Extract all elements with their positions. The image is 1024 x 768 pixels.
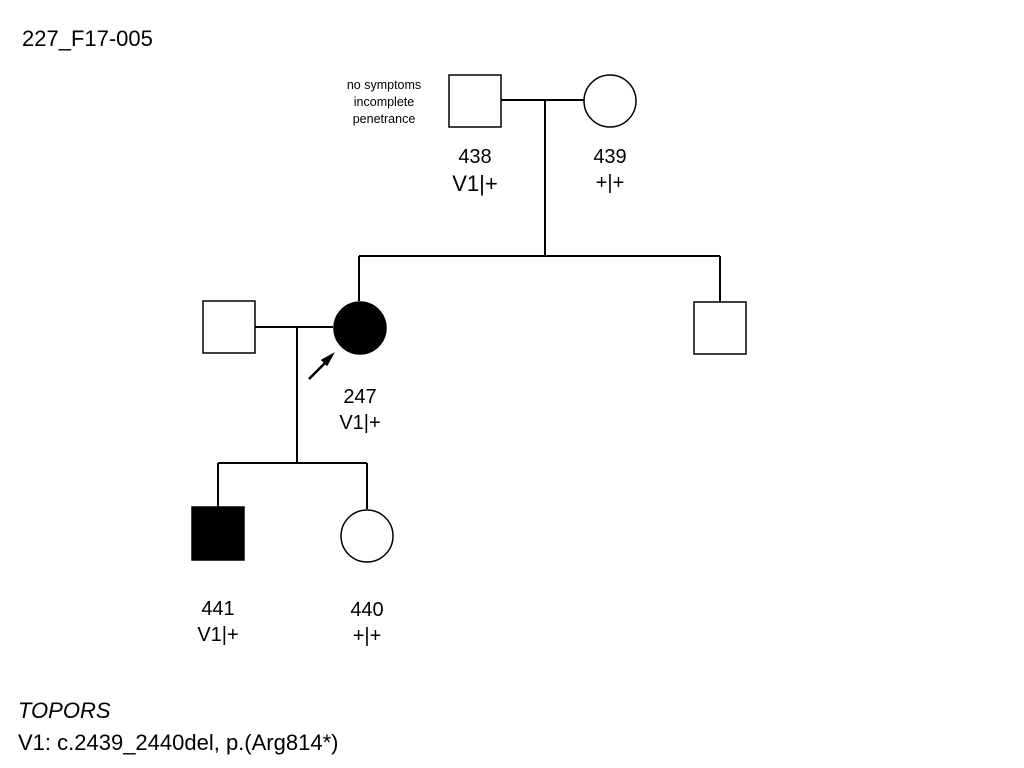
individual-440-symbol	[340, 509, 394, 563]
individual-439-symbol	[583, 74, 637, 128]
proband-arrow-icon	[308, 352, 335, 380]
individual-247-symbol	[333, 301, 387, 355]
label-441: 441 V1|+	[178, 596, 258, 648]
individual-id: 247	[343, 386, 377, 408]
label-247: 247 V1|+	[320, 384, 400, 436]
individual-spouse-symbol	[202, 300, 256, 354]
individual-genotype: V1|+	[197, 624, 239, 646]
annotation-line: penetrance	[352, 111, 416, 126]
label-438: 438 V1|+	[435, 144, 515, 199]
individual-genotype: V1|+	[339, 412, 381, 434]
individual-id: 438	[458, 146, 492, 168]
label-439: 439 +|+	[570, 144, 650, 196]
individual-genotype: +|+	[352, 625, 382, 647]
individual-genotype: V1|+	[452, 171, 498, 196]
individual-441-symbol	[191, 506, 245, 561]
individual-id: 441	[201, 598, 235, 620]
individual-sibling-symbol	[693, 301, 747, 355]
gene-name: TOPORS	[18, 698, 111, 723]
individual-genotype: +|+	[595, 172, 625, 194]
annotation-line: incomplete	[353, 94, 415, 109]
label-440: 440 +|+	[327, 597, 407, 649]
individual-id: 439	[593, 146, 627, 168]
annotation-438: no symptoms incomplete penetrance	[334, 77, 434, 128]
family-id: 227_F17-005	[22, 26, 153, 51]
annotation-line: no symptoms	[346, 78, 422, 92]
individual-id: 440	[350, 599, 384, 621]
individual-438-symbol	[448, 74, 502, 128]
variant-description: V1: c.2439_2440del, p.(Arg814*)	[18, 730, 339, 755]
